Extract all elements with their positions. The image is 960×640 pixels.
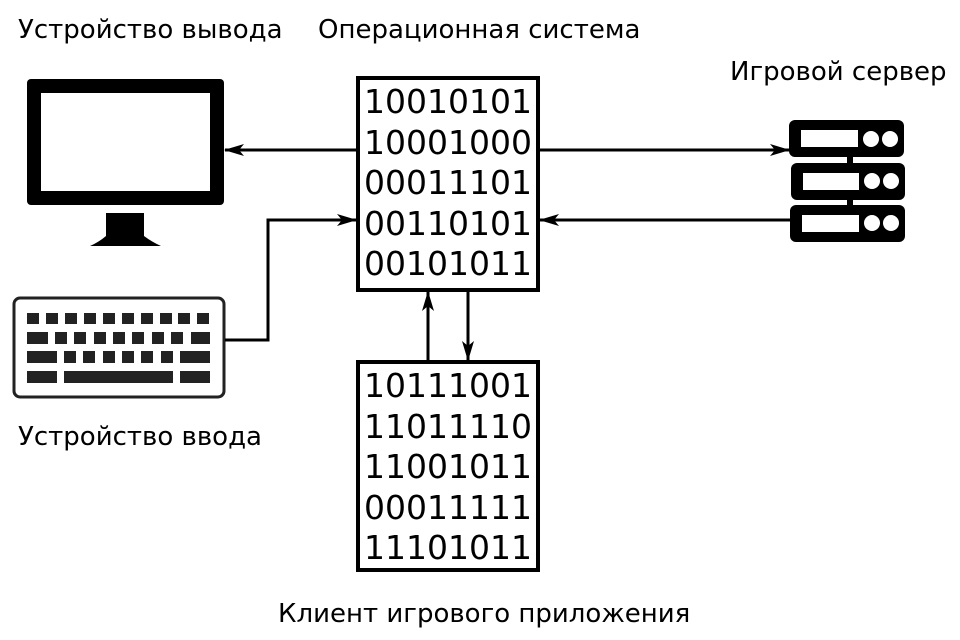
client-binary-line: 11101011	[364, 528, 532, 567]
input-device-label: Устройство ввода	[18, 422, 262, 452]
client-binary-line: 11011110	[364, 406, 532, 446]
game-server-label: Игровой сервер	[730, 57, 947, 87]
client-binary-data: 10111001 11011110 11001011 00011111 1110…	[360, 366, 536, 569]
client-binary-line: 00011111	[364, 487, 532, 527]
os-binary-line: 00011101	[364, 163, 532, 202]
output-device-label: Устройство вывода	[18, 15, 283, 45]
os-binary-line: 10010101	[364, 82, 532, 121]
client-binary-line: 10111001	[364, 366, 532, 405]
keyboard-icon	[12, 296, 226, 399]
os-binary-line: 10001000	[364, 122, 532, 162]
client-box	[356, 360, 540, 572]
server-rack-icon	[789, 120, 905, 242]
arrow-keyboard-to-os	[225, 214, 357, 342]
os-binary-data: 10010101 10001000 00011101 00110101 0010…	[360, 82, 536, 285]
os-box	[356, 76, 540, 292]
client-binary-line: 11001011	[364, 447, 532, 486]
game-client-label: Клиент игрового приложения	[278, 599, 691, 629]
os-binary-line: 00101011	[364, 244, 532, 283]
monitor-icon	[27, 79, 224, 246]
os-binary-line: 00110101	[364, 203, 532, 243]
os-label: Операционная система	[318, 15, 641, 45]
